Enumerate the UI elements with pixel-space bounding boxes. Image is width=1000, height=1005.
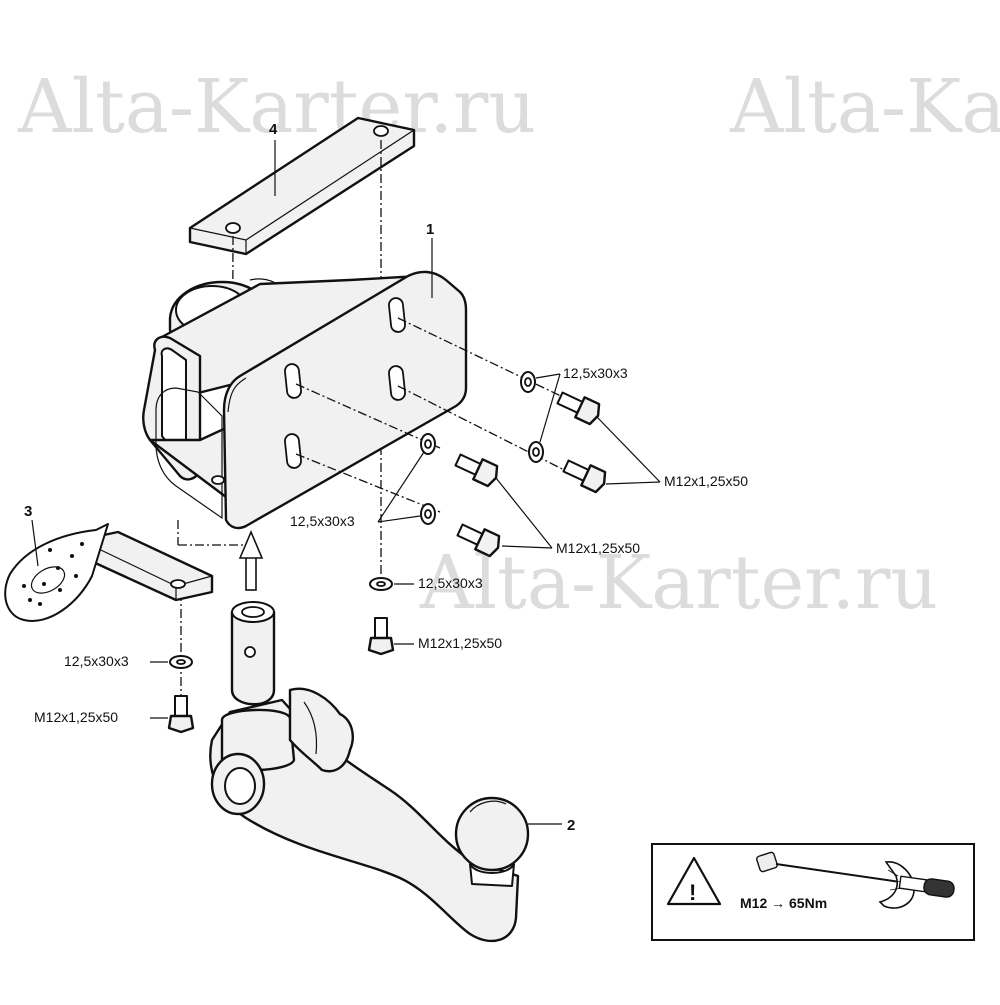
part-number-3: 3	[24, 503, 32, 520]
torque-note-box: ! M12 → 65Nm	[651, 843, 975, 941]
watermark-center: Alta-Karter.ru	[419, 540, 938, 626]
label-bolt-c: M12x1,25x50	[418, 635, 502, 651]
bolt-group	[167, 391, 607, 734]
label-bolt-a: M12x1,25x50	[664, 473, 748, 489]
watermark-left: Alta-Karter.ru	[17, 64, 536, 150]
washer-group	[169, 371, 544, 669]
part-tow-ball	[209, 601, 530, 943]
warning-symbol: !	[689, 880, 696, 905]
label-bolt-b: M12x1,25x50	[556, 540, 640, 556]
torque-spec: M12 → 65Nm	[740, 895, 827, 911]
label-washer-b: 12,5x30x3	[290, 513, 355, 529]
label-washer-a: 12,5x30x3	[563, 365, 628, 381]
warning-triangle-icon	[666, 856, 722, 906]
assembly-arrow-icon	[238, 529, 264, 591]
part-plate	[188, 116, 416, 256]
label-washer-c: 12,5x30x3	[418, 575, 483, 591]
part-number-1: 1	[426, 221, 434, 238]
watermark-right: Alta-Ka	[729, 64, 1000, 150]
part-socket-bracket	[4, 523, 214, 622]
part-number-4: 4	[269, 121, 278, 138]
label-bolt-d: M12x1,25x50	[34, 709, 118, 725]
torque-wrench-icon	[756, 851, 955, 909]
part-number-2: 2	[567, 817, 575, 834]
part-bracket	[142, 270, 468, 530]
label-washer-d: 12,5x30x3	[64, 653, 129, 669]
